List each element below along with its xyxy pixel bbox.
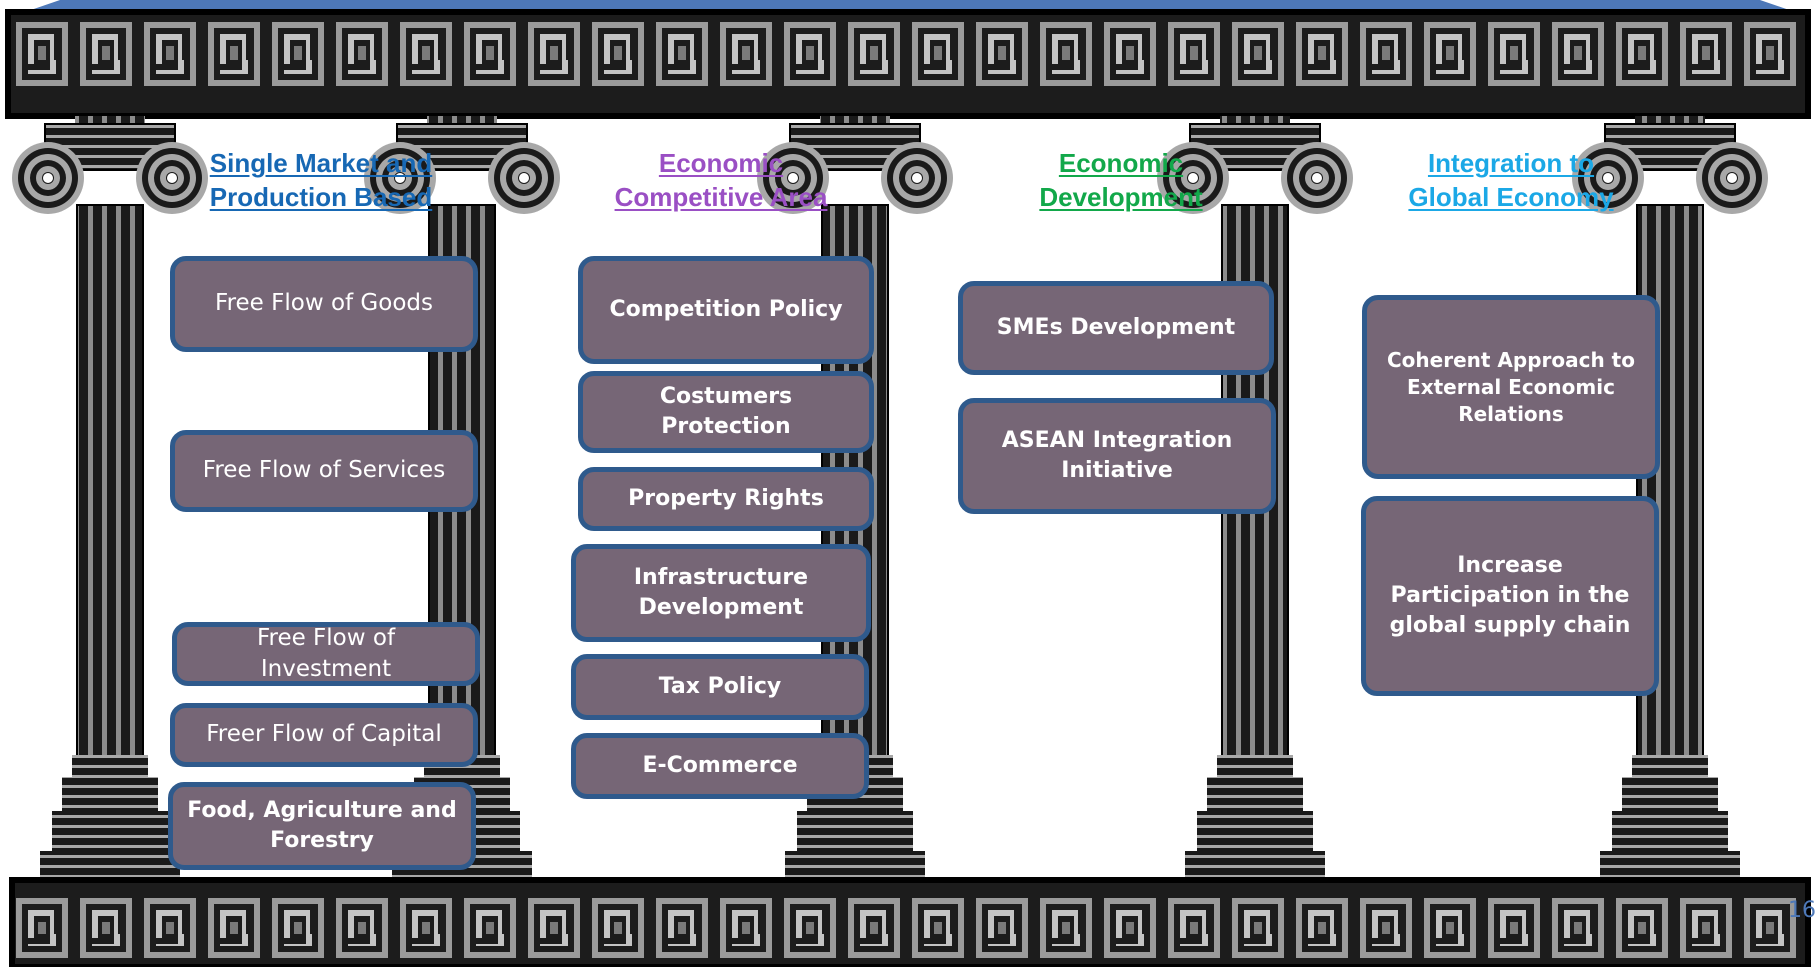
pillar-4-item-1[interactable]: Coherent Approach to External Economic R… <box>1362 295 1660 479</box>
pillar-3-item-2[interactable]: ASEAN Integration Initiative <box>958 398 1276 514</box>
item-label: Costumers Protection <box>659 384 793 439</box>
item-label: Property Rights <box>628 486 824 512</box>
pillar-1-item-5[interactable]: Food, Agriculture and Forestry <box>168 782 476 870</box>
item-label: Competition Policy <box>609 297 843 323</box>
item-label: Tax Policy <box>658 674 782 700</box>
pillar-3-item-1[interactable]: SMEs Development <box>958 281 1274 375</box>
pillar-1-item-2[interactable]: Free Flow of Services <box>170 430 478 512</box>
pillar-heading-4[interactable]: Integration to Global Economy <box>1408 148 1614 212</box>
item-label: Free Flow of Services <box>202 457 446 484</box>
pillar-2-item-5[interactable]: Tax Policy <box>571 654 869 720</box>
column-1 <box>12 116 208 880</box>
pillar-2-item-2[interactable]: Costumers Protection <box>578 371 874 453</box>
pillar-heading-2[interactable]: Economic Competitive Area <box>614 148 828 212</box>
item-label: Free Flow of Goods <box>215 290 433 317</box>
pillar-2-item-4[interactable]: Infrastructure Development <box>571 544 871 642</box>
pillar-1-item-1[interactable]: Free Flow of Goods <box>170 256 478 352</box>
page-number: 16 <box>1788 898 1816 923</box>
item-label: Food, Agriculture and Forestry <box>187 798 457 853</box>
stylobate <box>9 877 1811 967</box>
item-label: ASEAN Integration Initiative <box>1001 428 1233 483</box>
pillar-heading-1[interactable]: Single Market and Production Based <box>209 148 433 212</box>
item-label: Infrastructure Development <box>633 565 809 620</box>
item-label: Increase Participation in the global sup… <box>1389 553 1631 638</box>
pillar-2-item-3[interactable]: Property Rights <box>578 467 874 531</box>
pillar-2-item-1[interactable]: Competition Policy <box>578 256 874 364</box>
entablature-top <box>5 9 1811 119</box>
pillar-2-item-6[interactable]: E-Commerce <box>571 733 869 799</box>
pillar-1-item-4[interactable]: Freer Flow of Capital <box>170 703 478 767</box>
pillar-4-item-2[interactable]: Increase Participation in the global sup… <box>1361 496 1659 696</box>
item-label: Coherent Approach to External Economic R… <box>1387 347 1635 426</box>
item-label: Freer Flow of Capital <box>206 721 442 748</box>
item-label: Free Flow of Investment <box>256 624 396 682</box>
pillar-1-item-3[interactable]: Free Flow of Investment <box>172 622 480 686</box>
item-label: E-Commerce <box>642 753 798 779</box>
item-label: SMEs Development <box>996 315 1236 341</box>
pillar-heading-3[interactable]: Economic Development <box>1039 148 1203 212</box>
